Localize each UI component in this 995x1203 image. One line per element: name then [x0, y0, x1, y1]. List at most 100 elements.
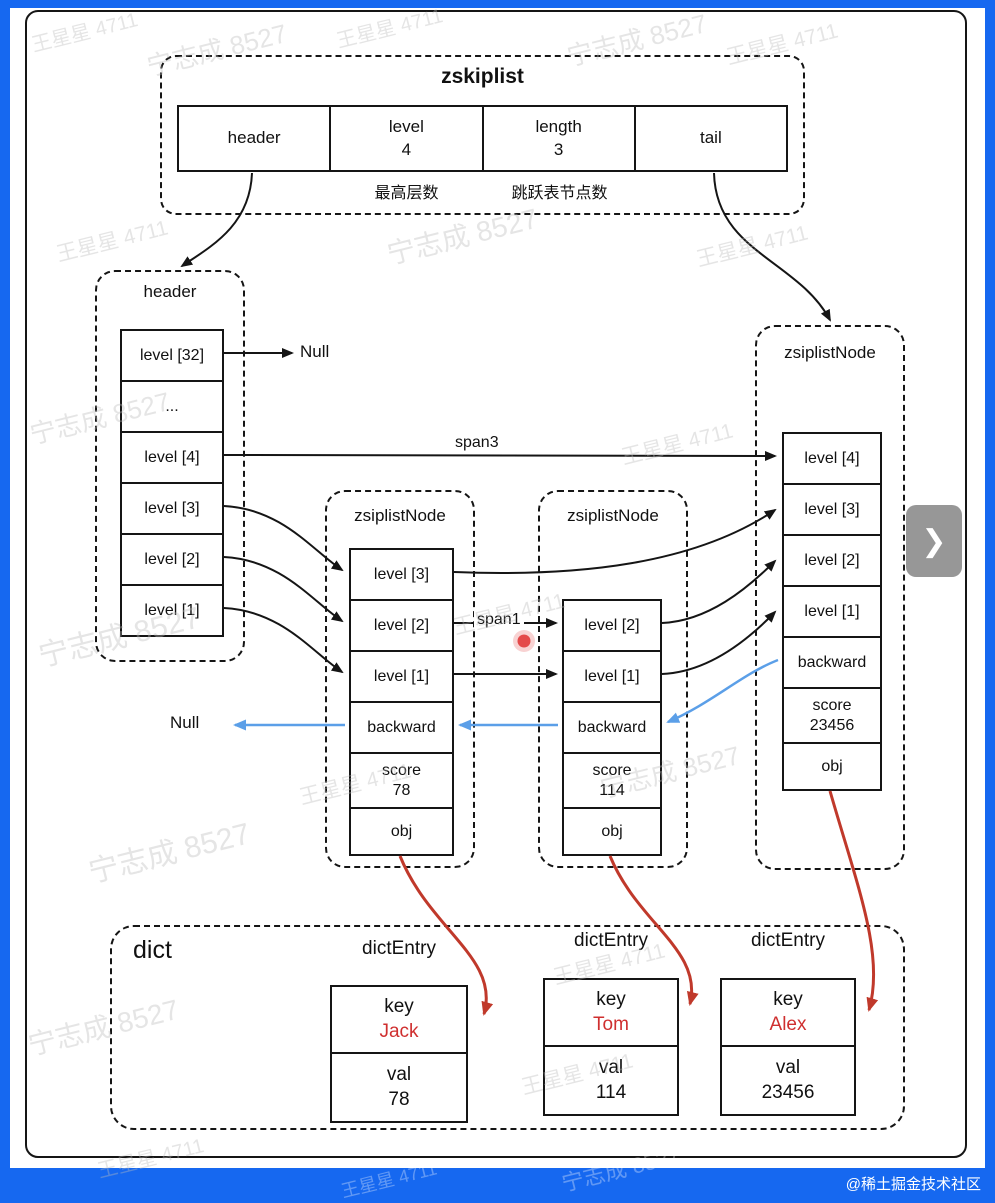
- dictentry3-key-cell: key Alex: [722, 980, 854, 1047]
- dictentry1-key-cell: key Jack: [332, 987, 466, 1054]
- score-value: 23456: [809, 716, 855, 734]
- skiplist-node3-box: zsiplistNode level [4] level [3] level […: [755, 325, 905, 870]
- node1-title: zsiplistNode: [354, 506, 446, 525]
- node1-cell-level1: level [1]: [349, 650, 454, 703]
- span1-label: span1: [474, 611, 524, 629]
- skiplist-node2-box: zsiplistNode level [2] level [1] backwar…: [538, 490, 688, 868]
- node3-cell-level3: level [3]: [782, 483, 882, 536]
- node1-cells: level [3] level [2] level [1] backward s…: [349, 548, 454, 856]
- key-label: key: [596, 988, 626, 1010]
- score-label: score: [812, 696, 852, 714]
- node2-cells: level [2] level [1] backward score 114 o…: [562, 599, 662, 856]
- val-label: val: [775, 1056, 801, 1078]
- val-label: val: [386, 1063, 412, 1085]
- span3-label: span3: [455, 434, 499, 451]
- header-node-cells: level [32] ... level [4] level [3] level…: [120, 329, 224, 637]
- dictentry2: key Tom val 114: [543, 978, 679, 1116]
- header-cell-level32: level [32]: [120, 329, 224, 382]
- cell-value: 3: [553, 139, 564, 159]
- arrow-header-cell-to-header-node: [180, 172, 253, 268]
- dictentry3-title: dictEntry: [751, 930, 825, 951]
- null-label-top: Null: [300, 342, 330, 361]
- node1-cell-obj: obj: [349, 807, 454, 856]
- node2-cell-backward: backward: [562, 701, 662, 754]
- arrow-tail-cell-to-node3: [713, 172, 831, 322]
- dict-box: [110, 925, 905, 1130]
- dictentry3: key Alex val 23456: [720, 978, 856, 1116]
- cell-label: length: [535, 117, 582, 137]
- node1-cell-score: score 78: [349, 752, 454, 809]
- annotation-max-level: 最高层数: [374, 185, 439, 202]
- dictentry3-val-cell: val 23456: [722, 1047, 854, 1114]
- node3-title: zsiplistNode: [784, 343, 876, 362]
- cell-label: tail: [700, 128, 722, 148]
- zskiplist-cell-length: length 3: [481, 105, 636, 172]
- val-label: val: [598, 1056, 624, 1078]
- header-node-box: header level [32] ... level [4] level [3…: [95, 270, 245, 662]
- chevron-right-icon: ❯: [921, 524, 947, 558]
- node3-cell-obj: obj: [782, 742, 882, 791]
- arrow-node1-obj-to-dictentry1: [398, 855, 494, 1016]
- node3-cells: level [4] level [3] level [2] level [1] …: [782, 432, 882, 791]
- arrow-header-l3-to-node1-l3: [223, 505, 344, 572]
- score-value: 114: [599, 781, 625, 799]
- arrow-node2-l1-to-node3-l1: [661, 610, 777, 675]
- community-credit: @稀土掘金技术社区: [845, 1176, 981, 1193]
- node1-cell-level3: level [3]: [349, 548, 454, 601]
- dictentry1: key Jack val 78: [330, 985, 468, 1123]
- canvas-border: [25, 10, 967, 1158]
- header-cell-level4: level [4]: [120, 431, 224, 484]
- header-node-title: header: [143, 282, 197, 301]
- arrow-node2-obj-to-dictentry2: [608, 855, 699, 1006]
- node2-cell-score: score 114: [562, 752, 662, 809]
- dictentry2-title: dictEntry: [574, 930, 648, 951]
- zskiplist-cell-level: level 4: [329, 105, 484, 172]
- dictentry1-title: dictEntry: [362, 938, 436, 959]
- header-cell-level3: level [3]: [120, 482, 224, 535]
- dict-title: dict: [133, 936, 172, 964]
- annotation-node-count: 跳跃表节点数: [511, 185, 608, 202]
- val-value: 114: [595, 1081, 627, 1103]
- cell-label: level: [388, 117, 424, 137]
- val-value: 23456: [761, 1081, 815, 1103]
- next-page-button[interactable]: ❯: [906, 505, 962, 577]
- node2-cell-level1: level [1]: [562, 650, 662, 703]
- score-label: score: [381, 761, 422, 779]
- red-dot: [517, 634, 531, 648]
- skiplist-node1-box: zsiplistNode level [3] level [2] level […: [325, 490, 475, 868]
- dictentry2-val-cell: val 114: [545, 1047, 677, 1114]
- arrow-node3-obj-to-dictentry3: [828, 790, 879, 1012]
- score-value: 78: [392, 781, 411, 799]
- null-label-left: Null: [170, 713, 200, 732]
- zskiplist-title: zskiplist: [441, 65, 524, 88]
- arrow-span3-level4: [223, 450, 777, 461]
- zskiplist-box: zskiplist header level 4 length 3 tail 最…: [160, 55, 805, 215]
- zskiplist-cell-tail: tail: [633, 105, 788, 172]
- node2-cell-obj: obj: [562, 807, 662, 856]
- dictentry2-key-cell: key Tom: [545, 980, 677, 1047]
- arrow-header-l2-to-node1-l2: [223, 556, 344, 623]
- header-cell-ellipsis: ...: [120, 380, 224, 433]
- score-label: score: [592, 761, 632, 779]
- node1-cell-backward: backward: [349, 701, 454, 754]
- node3-cell-backward: backward: [782, 636, 882, 689]
- header-cell-level1: level [1]: [120, 584, 224, 637]
- key-value: Alex: [769, 1013, 807, 1035]
- dictentry1-val-cell: val 78: [332, 1054, 466, 1121]
- zskiplist-cell-header: header: [177, 105, 332, 172]
- key-value: Tom: [593, 1013, 629, 1035]
- key-label: key: [384, 995, 414, 1017]
- node3-cell-score: score 23456: [782, 687, 882, 744]
- cell-label: header: [227, 128, 281, 148]
- arrow-node1-l3-to-node3-l3: [453, 508, 777, 574]
- arrow-node2-l2-to-node3-l2: [661, 559, 777, 624]
- arrow-backward-node3-to-node2: [666, 658, 779, 724]
- val-value: 78: [388, 1088, 410, 1110]
- key-value: Jack: [379, 1020, 419, 1042]
- cell-value: 4: [401, 139, 412, 159]
- zskiplist-table: header level 4 length 3 tail: [177, 105, 788, 172]
- node2-title: zsiplistNode: [567, 506, 659, 525]
- arrow-header-l1-to-node1-l1: [223, 607, 344, 674]
